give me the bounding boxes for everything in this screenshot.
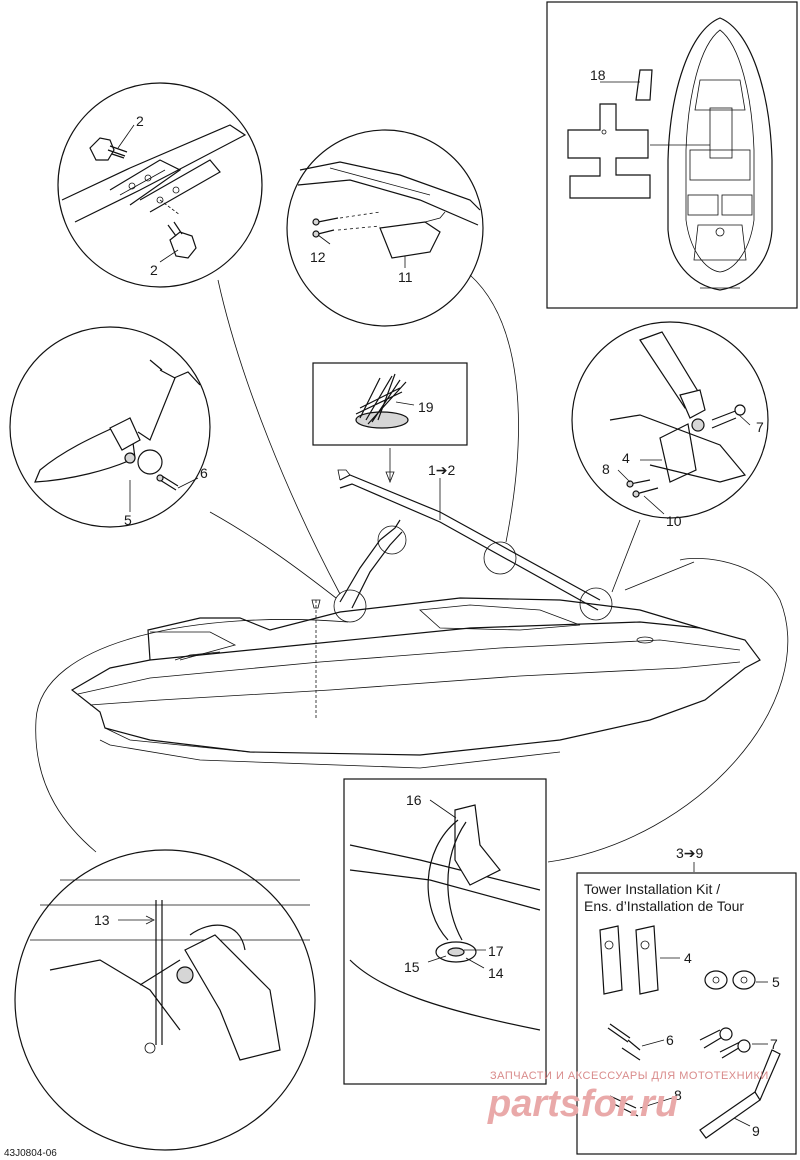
detail-bracket-bolts [571,321,769,519]
callout-8: 8 [602,461,610,477]
detail-strap-hook [14,849,316,1151]
detail-boat-top-view [546,1,798,309]
kit-callout-7: 7 [770,1036,778,1052]
callout-leaders [117,81,768,1127]
callout-2-bottom: 2 [150,262,158,278]
kit-callout-8: 8 [674,1087,682,1103]
kit-callout-6: 6 [666,1032,674,1048]
callout-3-to-9: 3➔9 [676,845,704,861]
callout-4: 4 [622,450,630,466]
tower-installation-kit [576,872,797,1155]
callout-10: 10 [666,513,682,529]
kit-callout-4: 4 [684,950,692,966]
watermark-caption: ЗАПЧАСТИ И АКСЕССУАРЫ ДЛЯ МОТОТЕХНИКИ [490,1070,769,1082]
callout-12: 12 [310,249,326,265]
detail-screws-and-pad [286,129,484,327]
detail-knob-fasteners [57,82,263,288]
callout-13: 13 [94,912,110,928]
kit-callout-9: 9 [752,1123,760,1139]
callout-labels: 2 2 12 11 18 19 1➔2 5 6 7 4 8 10 16 17 1… [94,67,780,1139]
detail-washer-bolt [9,326,211,528]
boat-main-view [70,469,761,769]
callout-15: 15 [404,959,420,975]
kit-title-line1: Tower Installation Kit / [584,881,720,897]
detail-screw-bundle [312,362,468,446]
callout-6: 6 [200,465,208,481]
callout-16: 16 [406,792,422,808]
kit-callout-5: 5 [772,974,780,990]
callout-14: 14 [488,965,504,981]
callout-18: 18 [590,67,606,83]
callout-19: 19 [418,399,434,415]
callout-2-top: 2 [136,113,144,129]
detail-leader-lines [35,274,789,863]
watermark-logo-text: partsfor.ru [487,1083,678,1125]
detail-bungee-anchor [343,778,547,1085]
callout-11: 11 [398,269,413,285]
kit-title-line2: Ens. d’Installation de Tour [584,898,744,914]
callout-17: 17 [488,943,504,959]
callout-7: 7 [756,419,764,435]
callout-5: 5 [124,512,132,528]
document-id: 43J0804-06 [4,1148,57,1159]
callout-1-to-2: 1➔2 [428,462,456,478]
